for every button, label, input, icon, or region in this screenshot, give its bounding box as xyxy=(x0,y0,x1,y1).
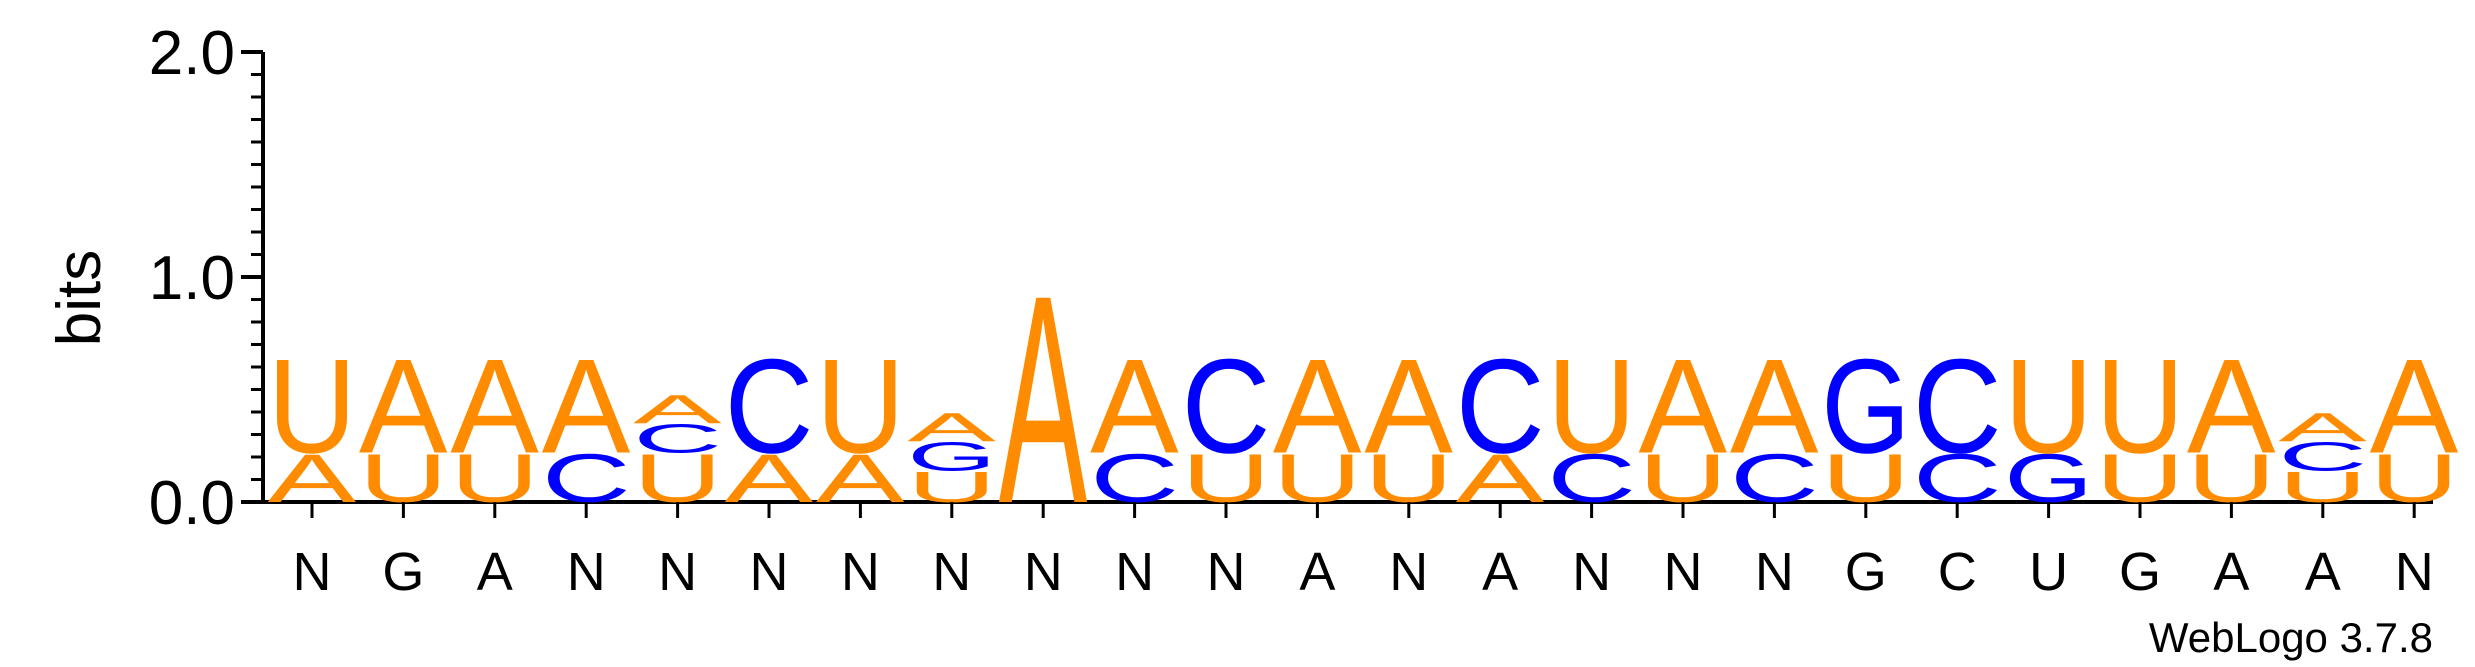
logo-letter-u: U xyxy=(1547,332,1636,482)
x-tick-label: A xyxy=(477,542,513,602)
y-axis-label: bits xyxy=(45,250,114,346)
x-tick-label: N xyxy=(1755,542,1794,602)
logo-letter-a: A xyxy=(2187,332,2276,482)
logo-letter-u: U xyxy=(268,332,357,482)
x-tick-label: N xyxy=(1664,542,1703,602)
weblogo-credit: WebLogo 3.7.8 xyxy=(2149,614,2433,661)
x-tick-label: N xyxy=(841,542,880,602)
x-tick-label: N xyxy=(2395,542,2434,602)
y-tick-label: 1.0 xyxy=(149,244,235,313)
logo-letter-a: A xyxy=(359,332,448,482)
x-tick-label: A xyxy=(1299,542,1335,602)
logo-letter-a: A xyxy=(450,332,539,482)
x-tick-label: G xyxy=(382,542,424,602)
x-tick-label: N xyxy=(1207,542,1246,602)
logo-letter-a: A xyxy=(907,404,996,449)
x-tick-label: A xyxy=(1482,542,1518,602)
logo-letter-a: A xyxy=(2278,404,2367,449)
x-tick-label: N xyxy=(1572,542,1611,602)
x-tick-label: N xyxy=(658,542,697,602)
logo-letter-g: G xyxy=(907,434,996,479)
logo-letter-a: A xyxy=(542,332,631,482)
logo-letter-a: A xyxy=(633,386,722,431)
x-tick-label: U xyxy=(2029,542,2068,602)
logo-letter-c: C xyxy=(633,416,722,461)
x-tick-label: N xyxy=(1115,542,1154,602)
logo-letter-a: A xyxy=(1273,332,1362,482)
x-tick-label: N xyxy=(567,542,606,602)
x-tick-label: N xyxy=(932,542,971,602)
y-tick-label: 2.0 xyxy=(149,19,235,88)
logo-letter-u: U xyxy=(2096,332,2185,482)
x-tick-label: N xyxy=(1024,542,1063,602)
y-tick-label: 0.0 xyxy=(149,469,235,538)
logo-letter-g: G xyxy=(1821,332,1910,482)
logo-letter-u: U xyxy=(816,332,905,482)
x-tick-label: G xyxy=(2119,542,2161,602)
x-tick-label: N xyxy=(750,542,789,602)
logo-letter-u: U xyxy=(2004,332,2093,482)
x-tick-label: N xyxy=(1389,542,1428,602)
logo-letter-a: A xyxy=(1364,332,1453,482)
logo-letter-c: C xyxy=(1913,332,2002,482)
x-tick-label: A xyxy=(2213,542,2249,602)
logo-letter-a: A xyxy=(1730,332,1819,482)
x-tick-label: A xyxy=(2305,542,2341,602)
logo-letter-c: C xyxy=(725,332,814,482)
logo-letter-a: A xyxy=(2370,332,2459,482)
y-ticks: 0.0 1.0 2.0 xyxy=(149,19,263,538)
logo-letter-c: C xyxy=(1456,332,1545,482)
logo-letter-c: C xyxy=(1182,332,1271,482)
logo-letter-a: A xyxy=(1090,332,1179,482)
logo-letter-c: C xyxy=(2278,434,2367,479)
x-tick-label: C xyxy=(1938,542,1977,602)
x-tick-label: G xyxy=(1845,542,1887,602)
logo-letter-a: A xyxy=(1639,332,1728,482)
x-tick-label: N xyxy=(293,542,332,602)
